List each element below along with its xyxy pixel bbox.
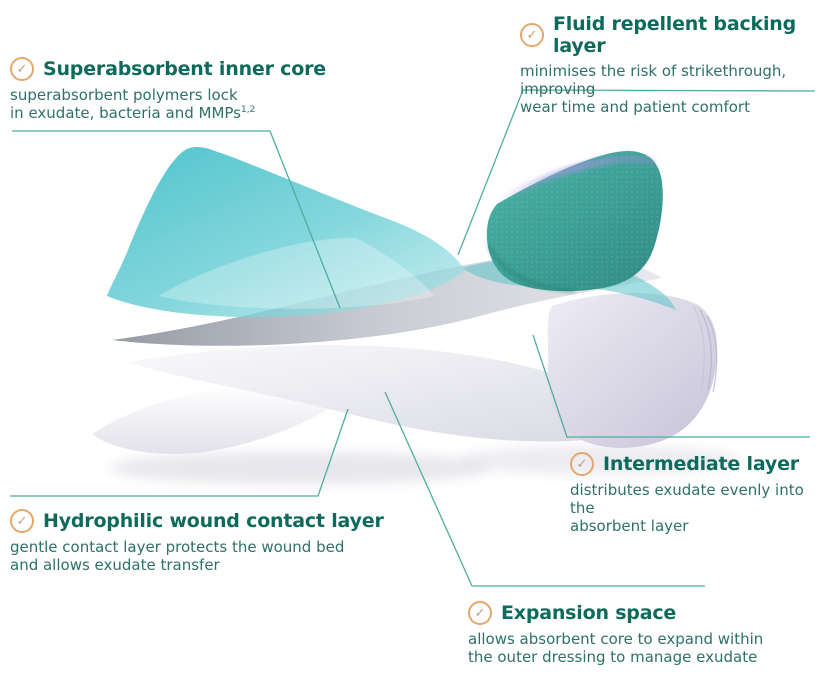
callout-fluid-repellent-backing-layer: ✓ Fluid repellent backing layer minimise… [520,13,825,116]
callout-intermediate-layer: ✓ Intermediate layer distributes exudate… [570,452,825,535]
callout-superabsorbent-inner-core: ✓ Superabsorbent inner core superabsorbe… [10,57,326,122]
leader-line-intermediate [532,334,810,438]
callout-body: minimises the risk of strikethrough, imp… [520,62,787,116]
leader-line-hydrophilic [10,408,349,497]
callout-title: Intermediate layer [603,453,799,475]
callout-body: allows absorbent core to expand within t… [468,630,764,666]
reference-superscript: 1,2 [240,105,256,115]
backing-layer-pad [486,150,663,293]
check-circle-icon: ✓ [570,452,594,476]
wound-contact-layer-sheet [92,384,352,454]
callout-title: Fluid repellent backing layer [553,13,796,57]
callout-body: distributes exudate evenly into the abso… [570,481,804,535]
check-circle-icon: ✓ [468,601,492,625]
leader-lines [10,89,816,587]
layer-shadows [110,446,740,484]
check-circle-icon: ✓ [10,509,34,533]
callout-expansion-space: ✓ Expansion space allows absorbent core … [468,601,763,666]
callout-title: Hydrophilic wound contact layer [43,510,384,532]
expansion-space-sheet [128,345,648,442]
callout-hydrophilic-wound-contact-layer: ✓ Hydrophilic wound contact layer gentle… [10,509,384,574]
check-circle-icon: ✓ [10,57,34,81]
superabsorbent-core-layer [107,147,465,318]
callout-body: gentle contact layer protects the wound … [10,538,345,574]
check-circle-icon: ✓ [520,23,544,47]
callout-body: superabsorbent polymers lock in exudate,… [10,86,256,122]
callout-title: Superabsorbent inner core [43,58,326,80]
leader-line-superabsorbent [12,130,341,309]
leader-line-expansion [384,391,705,587]
callout-title: Expansion space [501,602,677,624]
stacked-pad [547,292,718,448]
leader-line-fluid-repellent [457,89,816,256]
